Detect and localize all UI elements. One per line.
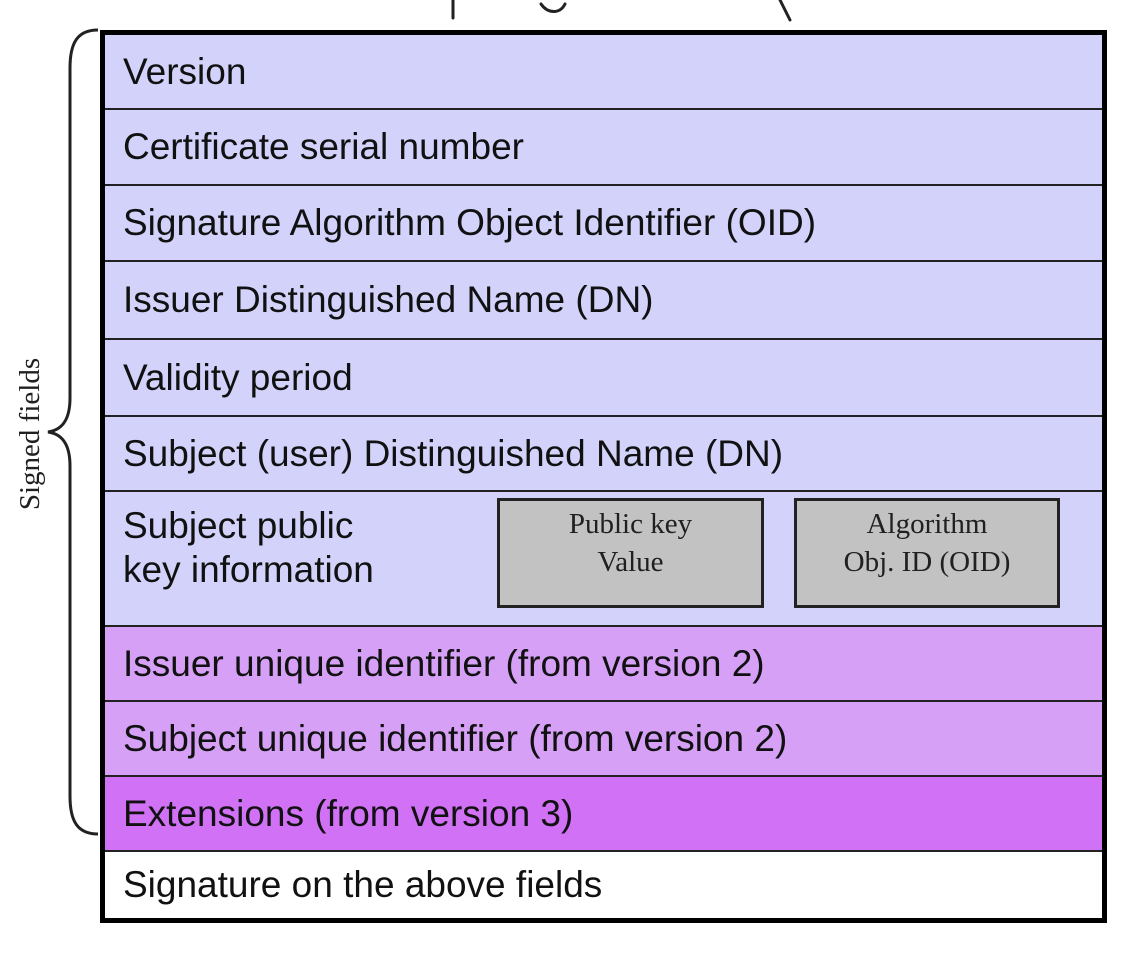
field-label: Validity period [123,357,353,398]
field-subject-unique-id: Subject unique identifier (from version … [105,702,1102,777]
field-label: Certificate serial number [123,126,524,167]
public-key-info-label: Subject public key information [123,504,483,592]
certificate-structure: Version Certificate serial number Signat… [100,30,1107,923]
public-key-value-line1: Public key [568,508,693,540]
algorithm-oid-line1: Algorithm [866,508,988,540]
field-label: Signature on the above fields [123,864,603,905]
field-signature-algorithm: Signature Algorithm Object Identifier (O… [105,186,1102,262]
cropped-title-remnant [0,0,1133,22]
field-serial-number: Certificate serial number [105,110,1102,186]
field-label: Issuer unique identifier (from version 2… [123,643,765,684]
field-version: Version [105,35,1102,110]
field-signature: Signature on the above fields [105,852,1102,918]
field-subject-public-key-info: Subject public key information Public ke… [105,492,1102,627]
field-label: Subject (user) Distinguished Name (DN) [123,433,784,474]
field-label: Subject unique identifier (from version … [123,718,788,759]
field-issuer-dn: Issuer Distinguished Name (DN) [105,262,1102,340]
signed-fields-brace [47,28,99,836]
public-key-info-label-line1: Subject public [123,505,354,546]
field-label: Signature Algorithm Object Identifier (O… [123,202,817,243]
field-issuer-unique-id: Issuer unique identifier (from version 2… [105,627,1102,702]
field-validity-period: Validity period [105,340,1102,417]
field-label: Issuer Distinguished Name (DN) [123,279,654,320]
public-key-info-label-line2: key information [123,549,374,590]
algorithm-oid-line2: Obj. ID (OID) [843,546,1011,578]
field-extensions: Extensions (from version 3) [105,777,1102,852]
signed-fields-label: Signed fields [14,357,46,511]
algorithm-oid-box: Algorithm Obj. ID (OID) [794,498,1060,608]
field-label: Version [123,51,247,92]
field-label: Extensions (from version 3) [123,793,574,834]
public-key-value-line2: Value [597,546,664,578]
field-subject-dn: Subject (user) Distinguished Name (DN) [105,417,1102,492]
public-key-value-box: Public key Value [497,498,764,608]
